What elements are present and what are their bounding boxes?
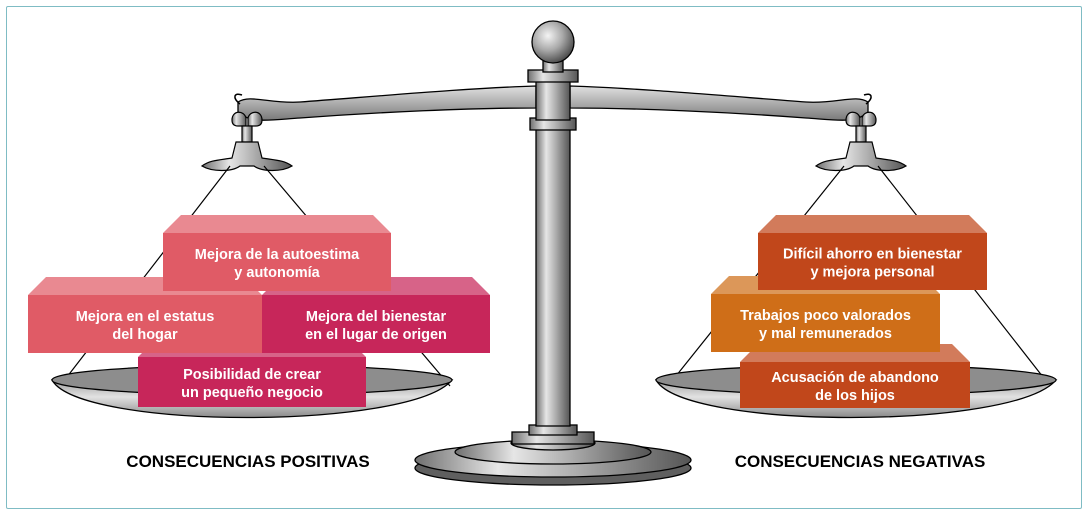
box-label-line: de los hijos	[815, 388, 895, 404]
box-label-line: Difícil ahorro en bienestar	[783, 247, 962, 263]
consequence-box-abandono: Acusación de abandono de los hijos	[740, 344, 970, 408]
scale-beam	[234, 20, 872, 121]
box-label-line: y autonomía	[234, 265, 320, 281]
box-label-line: Trabajos poco valorados	[740, 308, 911, 324]
box-front-face	[262, 295, 490, 353]
consequence-box-autoestima: Mejora de la autoestima y autonomía	[163, 215, 391, 291]
box-label-line: Mejora de la autoestima	[195, 247, 360, 263]
scale-column	[528, 117, 578, 436]
box-front-face	[711, 294, 940, 352]
negative-consequences-stack: Acusación de abandono de los hijos Trabajo…	[711, 215, 987, 408]
box-label-line: y mal remunerados	[759, 326, 892, 342]
positive-caption: CONSECUENCIAS POSITIVAS	[126, 452, 369, 471]
box-front-face	[28, 295, 262, 353]
box-top-face	[758, 215, 987, 233]
figure-frame	[6, 6, 1082, 509]
consequence-box-ahorro: Difícil ahorro en bienestar y mejora pers…	[758, 215, 987, 290]
box-top-face	[163, 215, 391, 233]
box-front-face	[163, 233, 391, 291]
box-label-line: Posibilidad de crear	[183, 367, 321, 383]
box-front-face	[138, 357, 366, 407]
scale-base	[414, 431, 692, 486]
box-label-line: en el lugar de origen	[305, 327, 447, 343]
box-label-line: y mejora personal	[810, 265, 934, 281]
box-label-line: Acusación de abandono	[771, 370, 939, 386]
box-label-line: Mejora en el estatus	[76, 309, 215, 325]
box-label-line: un pequeño negocio	[181, 385, 323, 401]
box-front-face	[740, 362, 970, 408]
consequence-box-estatus: Mejora en el estatus del hogar	[28, 277, 262, 353]
negative-caption: CONSECUENCIAS NEGATIVAS	[735, 452, 986, 471]
box-label-line: Mejora del bienestar	[306, 309, 447, 325]
box-front-face	[758, 233, 987, 290]
positive-consequences-stack: Posibilidad de crear un pequeño negocio Me…	[28, 215, 490, 407]
box-label-line: del hogar	[112, 327, 178, 343]
